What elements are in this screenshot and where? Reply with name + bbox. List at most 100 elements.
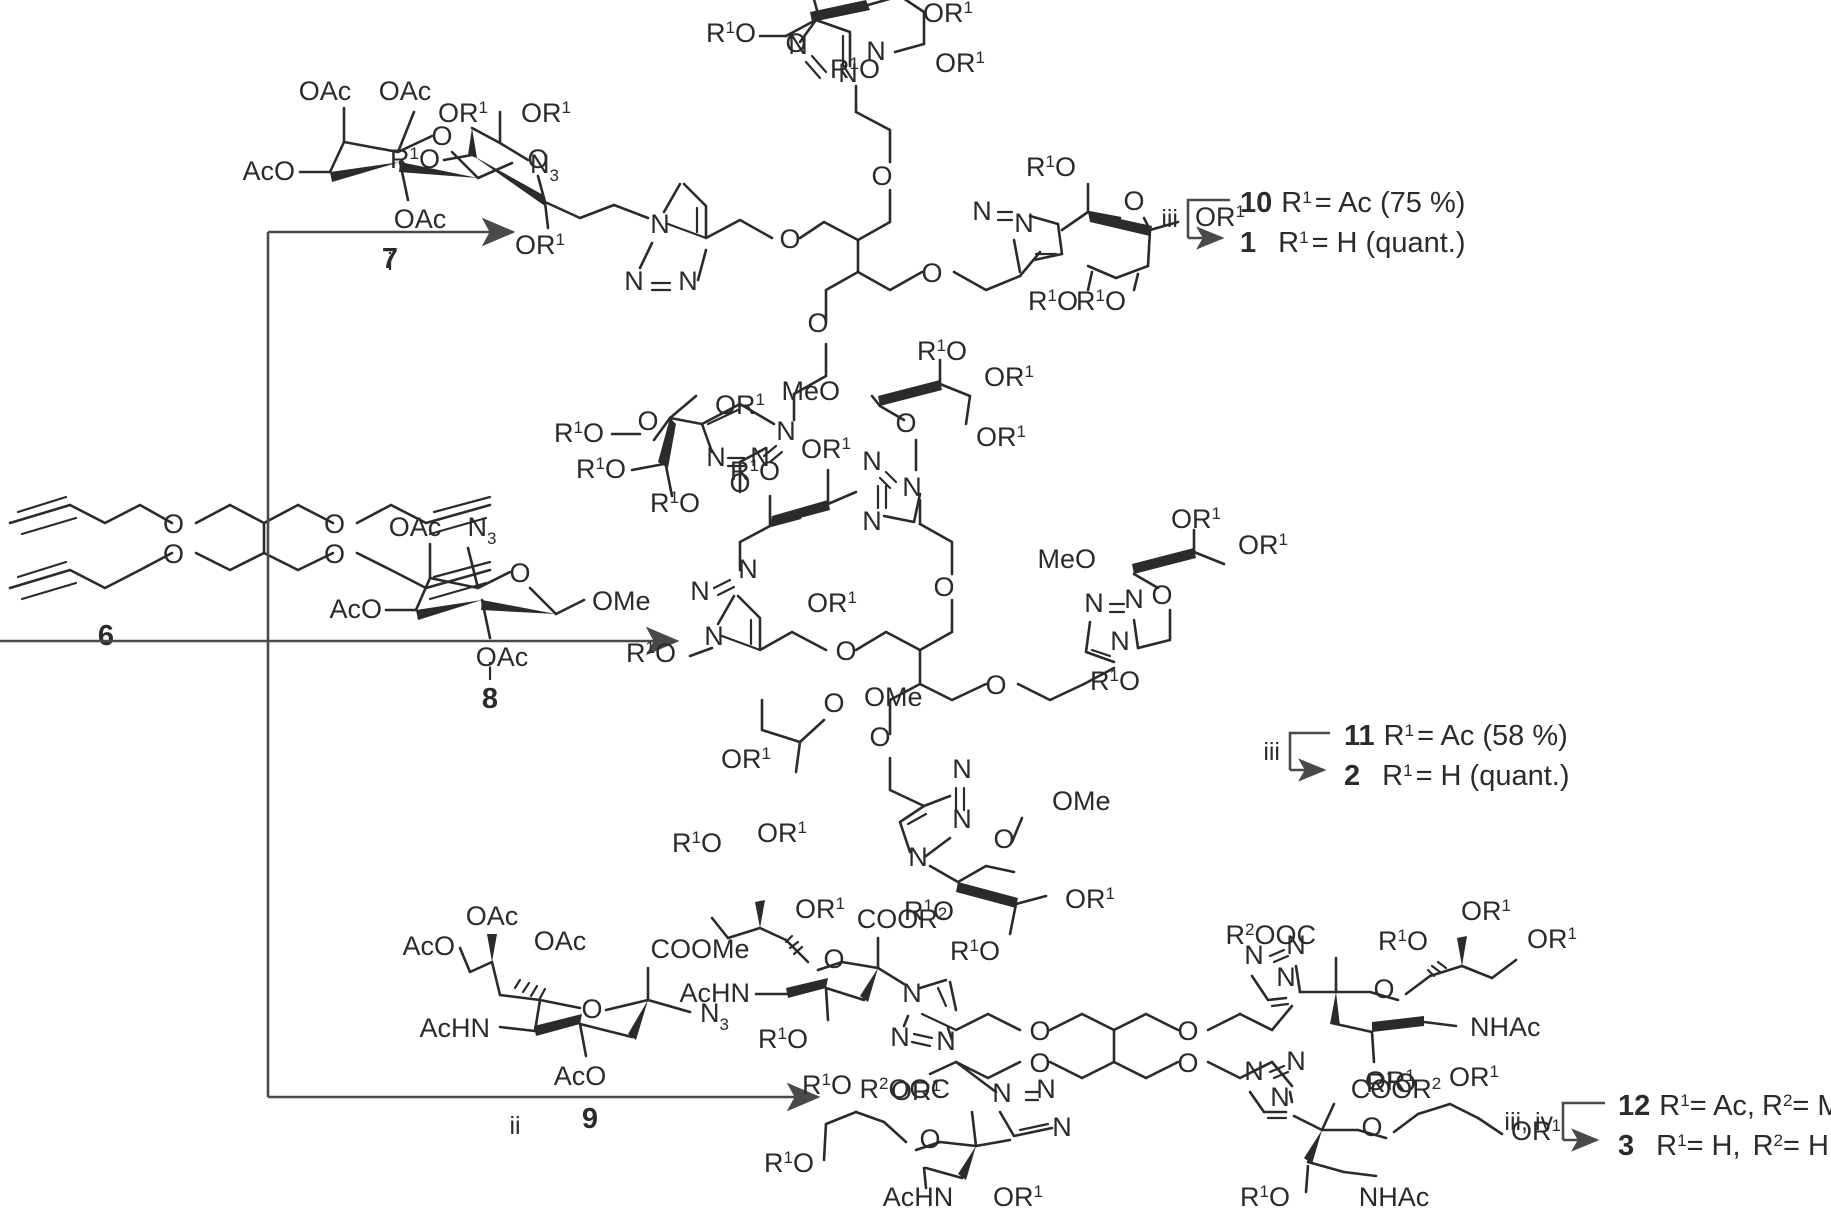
product-bracket-row3 bbox=[1561, 1101, 1605, 1152]
atom-label-O: O bbox=[163, 509, 184, 539]
atom-label-AcO: AcO bbox=[554, 1061, 607, 1091]
atom-label-OR1: OR1 bbox=[923, 0, 973, 28]
atom-label-O: O bbox=[163, 539, 184, 569]
atom-label-R1O: R1O bbox=[950, 936, 1000, 966]
atom-label-N: N bbox=[650, 209, 670, 239]
atom-label-OR1: OR1 bbox=[795, 894, 845, 924]
atom-label-R1O: R1O bbox=[730, 456, 780, 486]
atom-label-R1O: R1O bbox=[390, 144, 440, 174]
atom-label-O: O bbox=[895, 408, 916, 438]
product-bracket-row1 bbox=[1186, 198, 1230, 250]
atom-label-O: O bbox=[919, 1124, 940, 1154]
structure-compound-12: O O O O N N N COOR2 O OR1 OR1 bbox=[672, 818, 1577, 1212]
atom-label-N: N bbox=[902, 978, 922, 1008]
atom-label-N: N bbox=[624, 266, 644, 296]
atom-label-O: O bbox=[1123, 186, 1144, 216]
atom-label-R1O: R1O bbox=[1090, 666, 1140, 696]
atom-label-OR1: OR1 bbox=[757, 818, 807, 848]
atom-label-R1O: R1O bbox=[1378, 926, 1428, 956]
structure-compound-9: OAc AcO OAc O COOMe N3 AcHN AcO 9 bbox=[402, 901, 749, 1135]
condition-label-iii-a: iii bbox=[1161, 205, 1178, 233]
atom-label-AcO: AcO bbox=[329, 594, 382, 624]
atom-label-N: N bbox=[992, 1078, 1012, 1108]
atom-label-N: N bbox=[866, 36, 886, 66]
atom-label-OR1: OR1 bbox=[1365, 1066, 1415, 1096]
atom-label-OR1: OR1 bbox=[976, 422, 1026, 452]
atom-label-O: O bbox=[823, 688, 844, 718]
atom-label-N: N bbox=[678, 266, 698, 296]
structure-compound-11: O O O O N N N O OR1 R1O OR1 N N bbox=[626, 336, 1288, 966]
structure-compound-10: O O O O N N N O OR1 OR1 R1O OR bbox=[390, 0, 1245, 518]
atom-label-O: O bbox=[1361, 1112, 1382, 1142]
atom-label-NHAc: NHAc bbox=[1359, 1182, 1430, 1212]
atom-label-N: N bbox=[1276, 962, 1296, 992]
atom-label-N3: N3 bbox=[468, 512, 497, 548]
atom-label-O: O bbox=[921, 258, 942, 288]
condition-label-i: i bbox=[387, 248, 393, 276]
atom-label-N: N bbox=[952, 754, 972, 784]
atom-label-O: O bbox=[779, 224, 800, 254]
atom-label-O: O bbox=[1029, 1016, 1050, 1046]
atom-label-N: N bbox=[952, 804, 972, 834]
reaction-arrow-spine bbox=[0, 217, 821, 1112]
atom-label-OR1: OR1 bbox=[807, 588, 857, 618]
atom-label-R1O: R1O bbox=[650, 488, 700, 518]
atom-label-O: O bbox=[1177, 1016, 1198, 1046]
atom-label-N3: N3 bbox=[530, 149, 559, 185]
atom-label-N: N bbox=[776, 416, 796, 446]
atom-label-N: N bbox=[862, 446, 882, 476]
atom-label-O: O bbox=[869, 722, 890, 752]
atom-label-N: N bbox=[838, 58, 858, 88]
atom-label-OAc: OAc bbox=[466, 901, 519, 931]
atom-label-OR1: OR1 bbox=[935, 48, 985, 78]
atom-label-OMe: OMe bbox=[592, 586, 651, 616]
product-label-3: 3R1= H,R2= H (78 %) bbox=[1618, 1130, 1831, 1162]
atom-label-OAc: OAc bbox=[379, 76, 432, 106]
atom-label-N: N bbox=[1052, 1112, 1072, 1142]
atom-label-R1O: R1O bbox=[1028, 286, 1078, 316]
atom-label-N: N bbox=[902, 472, 922, 502]
atom-label-OAc: OAc bbox=[389, 512, 442, 542]
atom-label-OR1: OR1 bbox=[721, 744, 771, 774]
atom-label-R2OOC: R2OOC bbox=[1226, 920, 1316, 950]
compound-number-7: 7 bbox=[382, 243, 398, 275]
atom-label-OMe: OMe bbox=[864, 682, 923, 712]
atom-label-N3: N3 bbox=[700, 998, 729, 1034]
atom-label-R1O: R1O bbox=[672, 828, 722, 858]
atom-label-O: O bbox=[637, 406, 658, 436]
atom-label-N: N bbox=[738, 554, 758, 584]
atom-label-R1O: R1O bbox=[764, 1148, 814, 1178]
atom-label-N: N bbox=[1014, 208, 1034, 238]
atom-label-O: O bbox=[1373, 974, 1394, 1004]
atom-label-R1O: R1O bbox=[758, 1024, 808, 1054]
condition-label-i2: i bbox=[487, 658, 493, 686]
atom-label-R1O: R1O bbox=[1076, 286, 1126, 316]
atom-label-R1O: R1O bbox=[1366, 1068, 1416, 1098]
atom-label-OR1: OR1 bbox=[715, 390, 765, 420]
condition-label-iii-b: iii bbox=[1263, 738, 1280, 766]
atom-label-R1O: R1O bbox=[626, 638, 676, 668]
atom-label-O: O bbox=[1029, 1048, 1050, 1078]
product-bracket-row2 bbox=[1288, 731, 1330, 782]
atom-label-N: N bbox=[1286, 930, 1306, 960]
compound-number-9: 9 bbox=[582, 1103, 598, 1135]
atom-label-OAc: OAc bbox=[476, 642, 529, 672]
atom-label-N: N bbox=[690, 576, 710, 606]
atom-label-AcHN: AcHN bbox=[679, 978, 750, 1008]
atom-label-AcHN: AcHN bbox=[883, 1182, 954, 1212]
atom-label-R1O: R1O bbox=[1240, 1182, 1290, 1212]
atom-label-O: O bbox=[324, 539, 345, 569]
atom-label-N: N bbox=[862, 506, 882, 536]
atom-label-OR1: OR1 bbox=[993, 1182, 1043, 1212]
atom-label-OR1: OR1 bbox=[1171, 504, 1221, 534]
atom-label-OAc: OAc bbox=[394, 204, 447, 234]
atom-label-O: O bbox=[431, 121, 452, 151]
atom-label-N: N bbox=[908, 842, 928, 872]
atom-label-O: O bbox=[1151, 580, 1172, 610]
atom-label-COOR2: COOR2 bbox=[857, 904, 947, 934]
atom-label-AcO: AcO bbox=[402, 931, 455, 961]
